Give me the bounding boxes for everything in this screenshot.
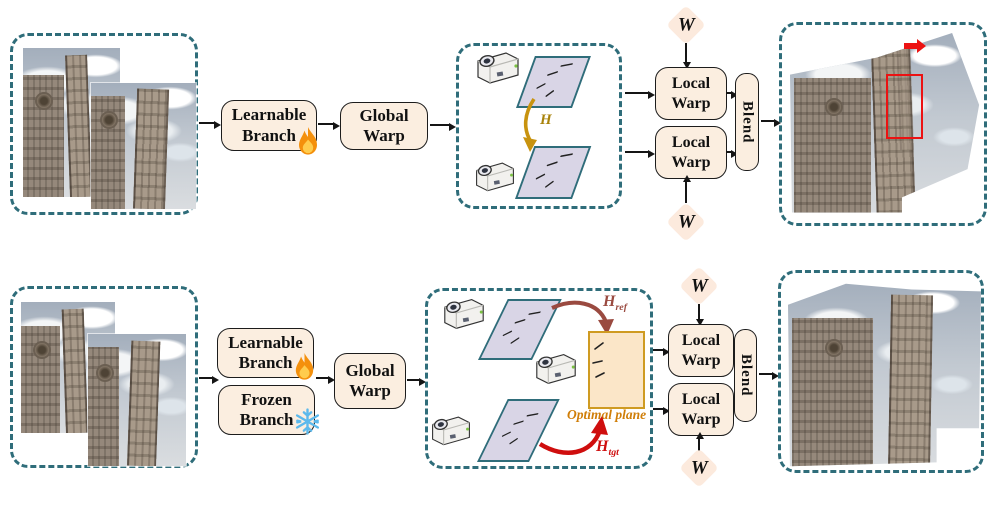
feature-marks: [535, 153, 573, 188]
flow-arrow: [318, 122, 340, 130]
input-photo-2: [88, 334, 186, 466]
flow-arrow: [625, 91, 655, 99]
flow-arrow: [726, 91, 738, 99]
feature-marks: [502, 311, 541, 344]
local-warp-label: Local Warp: [681, 332, 721, 369]
tower-art: [888, 294, 934, 467]
h-ref-label: Href: [603, 293, 628, 314]
flow-arrow: [407, 378, 426, 386]
cathedral-art: [21, 325, 61, 433]
output-panel-b: [778, 270, 984, 473]
flow-arrow: [726, 150, 738, 158]
feature-marks: [501, 413, 539, 445]
cathedral-art: [791, 318, 873, 467]
warp-matrix-label: W: [690, 457, 708, 478]
flow-arrow: [653, 348, 670, 356]
image-plane: [516, 56, 591, 108]
local-warp-label: Local Warp: [681, 391, 721, 428]
h-tgt-label: Htgt: [596, 438, 619, 459]
warp-matrix-label: W: [677, 211, 695, 232]
image-plane: [477, 399, 560, 462]
stitched-photo-b: [788, 283, 981, 467]
h-tgt-arrow: [538, 416, 608, 455]
cathedral-art: [88, 347, 120, 466]
blend-label: Blend: [739, 100, 756, 144]
frozen-branch-label: Frozen Branch: [239, 389, 294, 429]
homography-panel-a: [456, 43, 622, 209]
learnable-branch-label: Learnable Branch: [231, 105, 307, 145]
flow-arrow: [759, 372, 779, 380]
flow-arrow: [761, 119, 781, 127]
tower-art: [64, 55, 92, 197]
misalignment-box: [886, 74, 923, 139]
warp-matrix-diamond: W: [679, 266, 719, 306]
camera-icon: [476, 162, 514, 192]
homography-label: H: [540, 112, 552, 128]
camera-icon: [536, 353, 576, 384]
optimal-plane-label: Optimal plane: [567, 407, 647, 422]
flow-arrow: [316, 376, 335, 384]
flow-arrow-down: [696, 304, 704, 326]
feature-marks: [592, 342, 605, 378]
cathedral-art: [23, 74, 64, 197]
flow-arrow-up: [683, 175, 691, 203]
blend-box: Blend: [735, 73, 759, 171]
input-panel-b: [10, 286, 198, 468]
output-panel-a: [779, 22, 987, 226]
input-panel-a: [10, 33, 198, 215]
flow-arrow: [653, 407, 670, 415]
blend-box: Blend: [734, 329, 757, 422]
optimal-plane: [588, 331, 645, 409]
tower-art: [61, 308, 88, 433]
warp-matrix-diamond: W: [679, 448, 719, 488]
global-warp-box: Global Warp: [340, 102, 428, 150]
local-warp-box: Local Warp: [655, 126, 727, 179]
local-warp-box: Local Warp: [655, 67, 727, 120]
learnable-branch-label: Learnable Branch: [228, 332, 303, 372]
tower-art: [127, 340, 161, 466]
fire-icon: [299, 127, 317, 155]
global-warp-label: Global Warp: [359, 105, 409, 145]
tower-art: [133, 88, 169, 209]
warp-matrix-label: W: [677, 14, 695, 35]
local-warp-label: Local Warp: [671, 75, 711, 112]
flow-arrow-down: [683, 43, 691, 69]
flow-arrow: [199, 121, 221, 129]
flow-arrow: [430, 123, 456, 131]
h-ref-arrow: [551, 300, 614, 335]
local-warp-box: Local Warp: [668, 324, 734, 377]
snowflake-icon: [295, 408, 320, 435]
global-warp-box: Global Warp: [334, 353, 406, 409]
feature-marks: [536, 63, 573, 97]
local-warp-label: Local Warp: [671, 134, 711, 171]
warp-matrix-label: W: [690, 275, 708, 296]
blend-label: Blend: [738, 354, 754, 397]
flow-arrow: [625, 150, 655, 158]
global-warp-label: Global Warp: [345, 360, 395, 400]
camera-icon: [477, 52, 519, 84]
optimal-plane-panel-b: [425, 288, 653, 469]
camera-icon: [444, 298, 484, 329]
cathedral-art: [91, 95, 125, 209]
misalignment-arrow-icon: [904, 39, 926, 53]
camera-icon: [432, 416, 470, 446]
cathedral-art: [793, 78, 872, 213]
flow-arrow-up: [696, 432, 704, 452]
fire-icon: [295, 353, 314, 380]
image-plane: [515, 146, 592, 199]
local-warp-box: Local Warp: [668, 383, 734, 436]
flow-arrow: [199, 376, 219, 384]
warp-matrix-diamond: W: [666, 202, 706, 242]
homography-arrow: [523, 98, 537, 152]
image-plane: [478, 299, 562, 360]
input-photo-2: [91, 83, 196, 209]
warp-matrix-diamond: W: [666, 5, 706, 45]
